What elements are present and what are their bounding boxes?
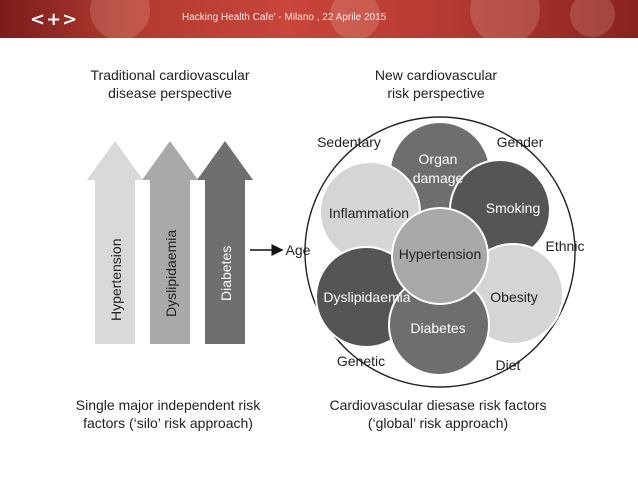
circle-hypertension — [391, 207, 489, 305]
arrow-label-hypertension: Hypertension — [108, 239, 124, 322]
label-genetic: Genetic — [337, 353, 385, 369]
label-gender: Gender — [497, 134, 544, 150]
header-banner: <+> Hacking Health Cafe' - Milano , 22 A… — [0, 0, 638, 38]
arrow-hypertension: Hypertension — [87, 141, 143, 344]
label-obesity: Obesity — [490, 289, 537, 305]
right-caption-line2: (‘global’ risk approach) — [368, 415, 508, 431]
outer-circle — [304, 116, 576, 388]
label-diabetes: Diabetes — [410, 320, 465, 336]
label-dyslipidaemia: Dyslipidaemia — [323, 289, 410, 305]
label-diet: Diet — [496, 357, 521, 373]
arrow-diabetes: Diabetes — [197, 141, 253, 344]
header-title: Hacking Health Cafe' - Milano , 22 April… — [182, 12, 387, 23]
arrow-label-dyslipidaemia: Dyslipidaemia — [163, 230, 179, 317]
label-age: Age — [286, 242, 311, 258]
left-title-line2: disease perspective — [108, 85, 232, 101]
right-title-line2: risk perspective — [387, 85, 484, 101]
left-caption-line1: Single major independent risk — [76, 397, 261, 413]
right-caption-line1: Cardiovascular diesase risk factors — [329, 397, 546, 413]
label-organ-line1: Organ — [419, 151, 458, 167]
arrow-dyslipidaemia: Dyslipidaemia — [142, 141, 198, 344]
logo: <+> — [30, 8, 79, 30]
label-hypertension: Hypertension — [399, 246, 482, 262]
label-inflammation: Inflammation — [329, 205, 409, 221]
left-title-line1: Traditional cardiovascular — [91, 67, 250, 83]
right-title-line1: New cardiovascular — [375, 67, 497, 83]
cardiovascular-diagram: Traditional cardiovascular disease persp… — [76, 67, 585, 431]
arrow-label-diabetes: Diabetes — [218, 246, 234, 301]
label-smoking: Smoking — [486, 200, 540, 216]
left-caption-line2: factors (‘silo’ risk approach) — [83, 415, 253, 431]
label-ethnic: Ethnic — [546, 238, 585, 254]
label-organ-line2: damage — [413, 170, 464, 186]
label-sedentary: Sedentary — [317, 134, 381, 150]
